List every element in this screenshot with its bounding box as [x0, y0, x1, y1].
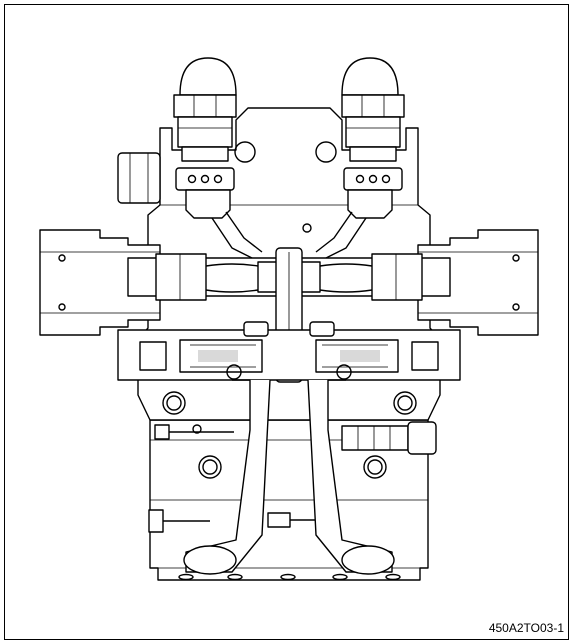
pilot-passages: [211, 211, 367, 259]
left-pilot-cap: [173, 57, 237, 219]
lower-housing: [149, 419, 429, 581]
lower-passages: [183, 379, 395, 575]
figure-frame: [4, 4, 569, 640]
lower-spool-section: [117, 321, 461, 381]
right-pilot-cap: [341, 57, 405, 219]
left-side-port: [117, 152, 161, 204]
left-fittings: [148, 424, 336, 533]
figure-code: 450A2TO03-1: [488, 621, 564, 635]
right-fitting: [341, 421, 437, 455]
